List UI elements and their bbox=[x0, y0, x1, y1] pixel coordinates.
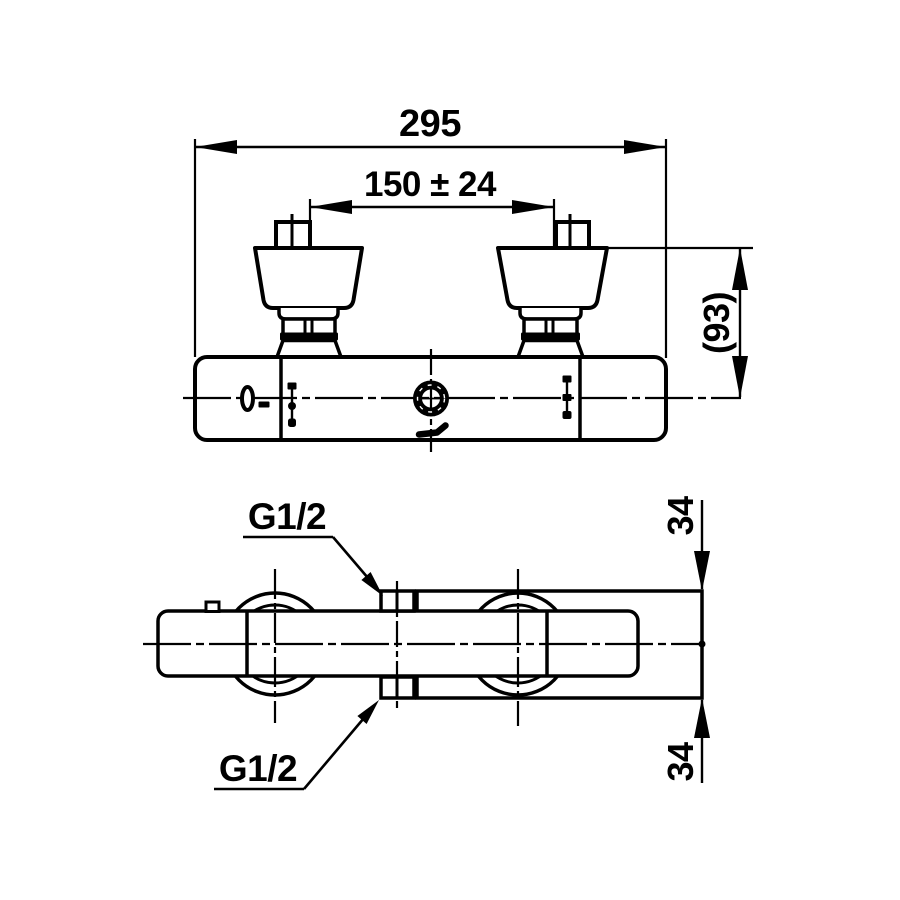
dimension-34-top: 34 bbox=[660, 496, 710, 591]
arrowhead-right-icon bbox=[624, 140, 666, 154]
arrowhead-up-icon bbox=[694, 698, 710, 738]
arrowhead-down-icon bbox=[732, 356, 748, 398]
center-outlet bbox=[413, 380, 449, 438]
front-view: 295 150 ± 24 bbox=[183, 103, 753, 452]
left-handle bbox=[253, 214, 364, 359]
marker-dash-mid bbox=[562, 394, 572, 401]
handle-stem bbox=[554, 220, 591, 250]
handle-flare bbox=[275, 338, 343, 359]
center-line-dot bbox=[698, 640, 706, 648]
dimension-34-bottom: 34 bbox=[660, 698, 710, 783]
dim-150-label: 150 ± 24 bbox=[364, 165, 497, 204]
marker-cap-bottom bbox=[288, 418, 296, 427]
g12-top-text: G1/2 bbox=[248, 496, 326, 537]
marker-cap-bottom bbox=[562, 411, 572, 419]
handle-cap bbox=[496, 246, 609, 310]
arrowhead-left-icon bbox=[195, 140, 237, 154]
arrowhead-up-icon bbox=[732, 248, 748, 290]
nut-seal-band bbox=[280, 332, 338, 341]
leader-arrowhead-icon bbox=[361, 572, 383, 596]
left-valve-marker bbox=[287, 382, 297, 427]
handle-cap bbox=[253, 246, 364, 310]
marker-cap-top bbox=[287, 382, 297, 390]
outlet-ring-dash bbox=[416, 384, 446, 413]
adjuster-tab bbox=[204, 600, 221, 613]
temp-indicator bbox=[240, 385, 270, 412]
dim-93-label: (93) bbox=[696, 292, 737, 354]
nut-seal-band bbox=[521, 332, 580, 341]
flow-direction-icon bbox=[415, 422, 449, 438]
arrowhead-right-icon bbox=[512, 200, 554, 214]
indicator-oval-icon bbox=[240, 385, 255, 412]
right-valve-marker bbox=[562, 375, 572, 419]
dim-34-bottom-label: 34 bbox=[660, 742, 701, 782]
dim-295-label: 295 bbox=[399, 103, 461, 145]
dimension-295: 295 bbox=[193, 103, 668, 358]
top-view: G1/2 G1/2 34 34 bbox=[143, 496, 710, 791]
arrowhead-left-icon bbox=[310, 200, 352, 214]
thread-label-top: G1/2 bbox=[243, 496, 383, 596]
marker-dot bbox=[288, 402, 296, 410]
arrowhead-down-icon bbox=[694, 551, 710, 591]
leader-line bbox=[332, 536, 369, 579]
right-handle bbox=[496, 214, 609, 359]
handle-flare bbox=[516, 338, 585, 359]
minus-icon bbox=[258, 401, 270, 408]
dimension-93: (93) bbox=[607, 246, 753, 398]
leader-arrowhead-icon bbox=[357, 700, 379, 724]
dim-34-top-label: 34 bbox=[660, 496, 701, 536]
g12-bottom-text: G1/2 bbox=[219, 748, 297, 789]
thread-label-bottom: G1/2 bbox=[214, 700, 379, 791]
marker-cap-top bbox=[562, 375, 572, 383]
leader-line bbox=[303, 717, 365, 790]
